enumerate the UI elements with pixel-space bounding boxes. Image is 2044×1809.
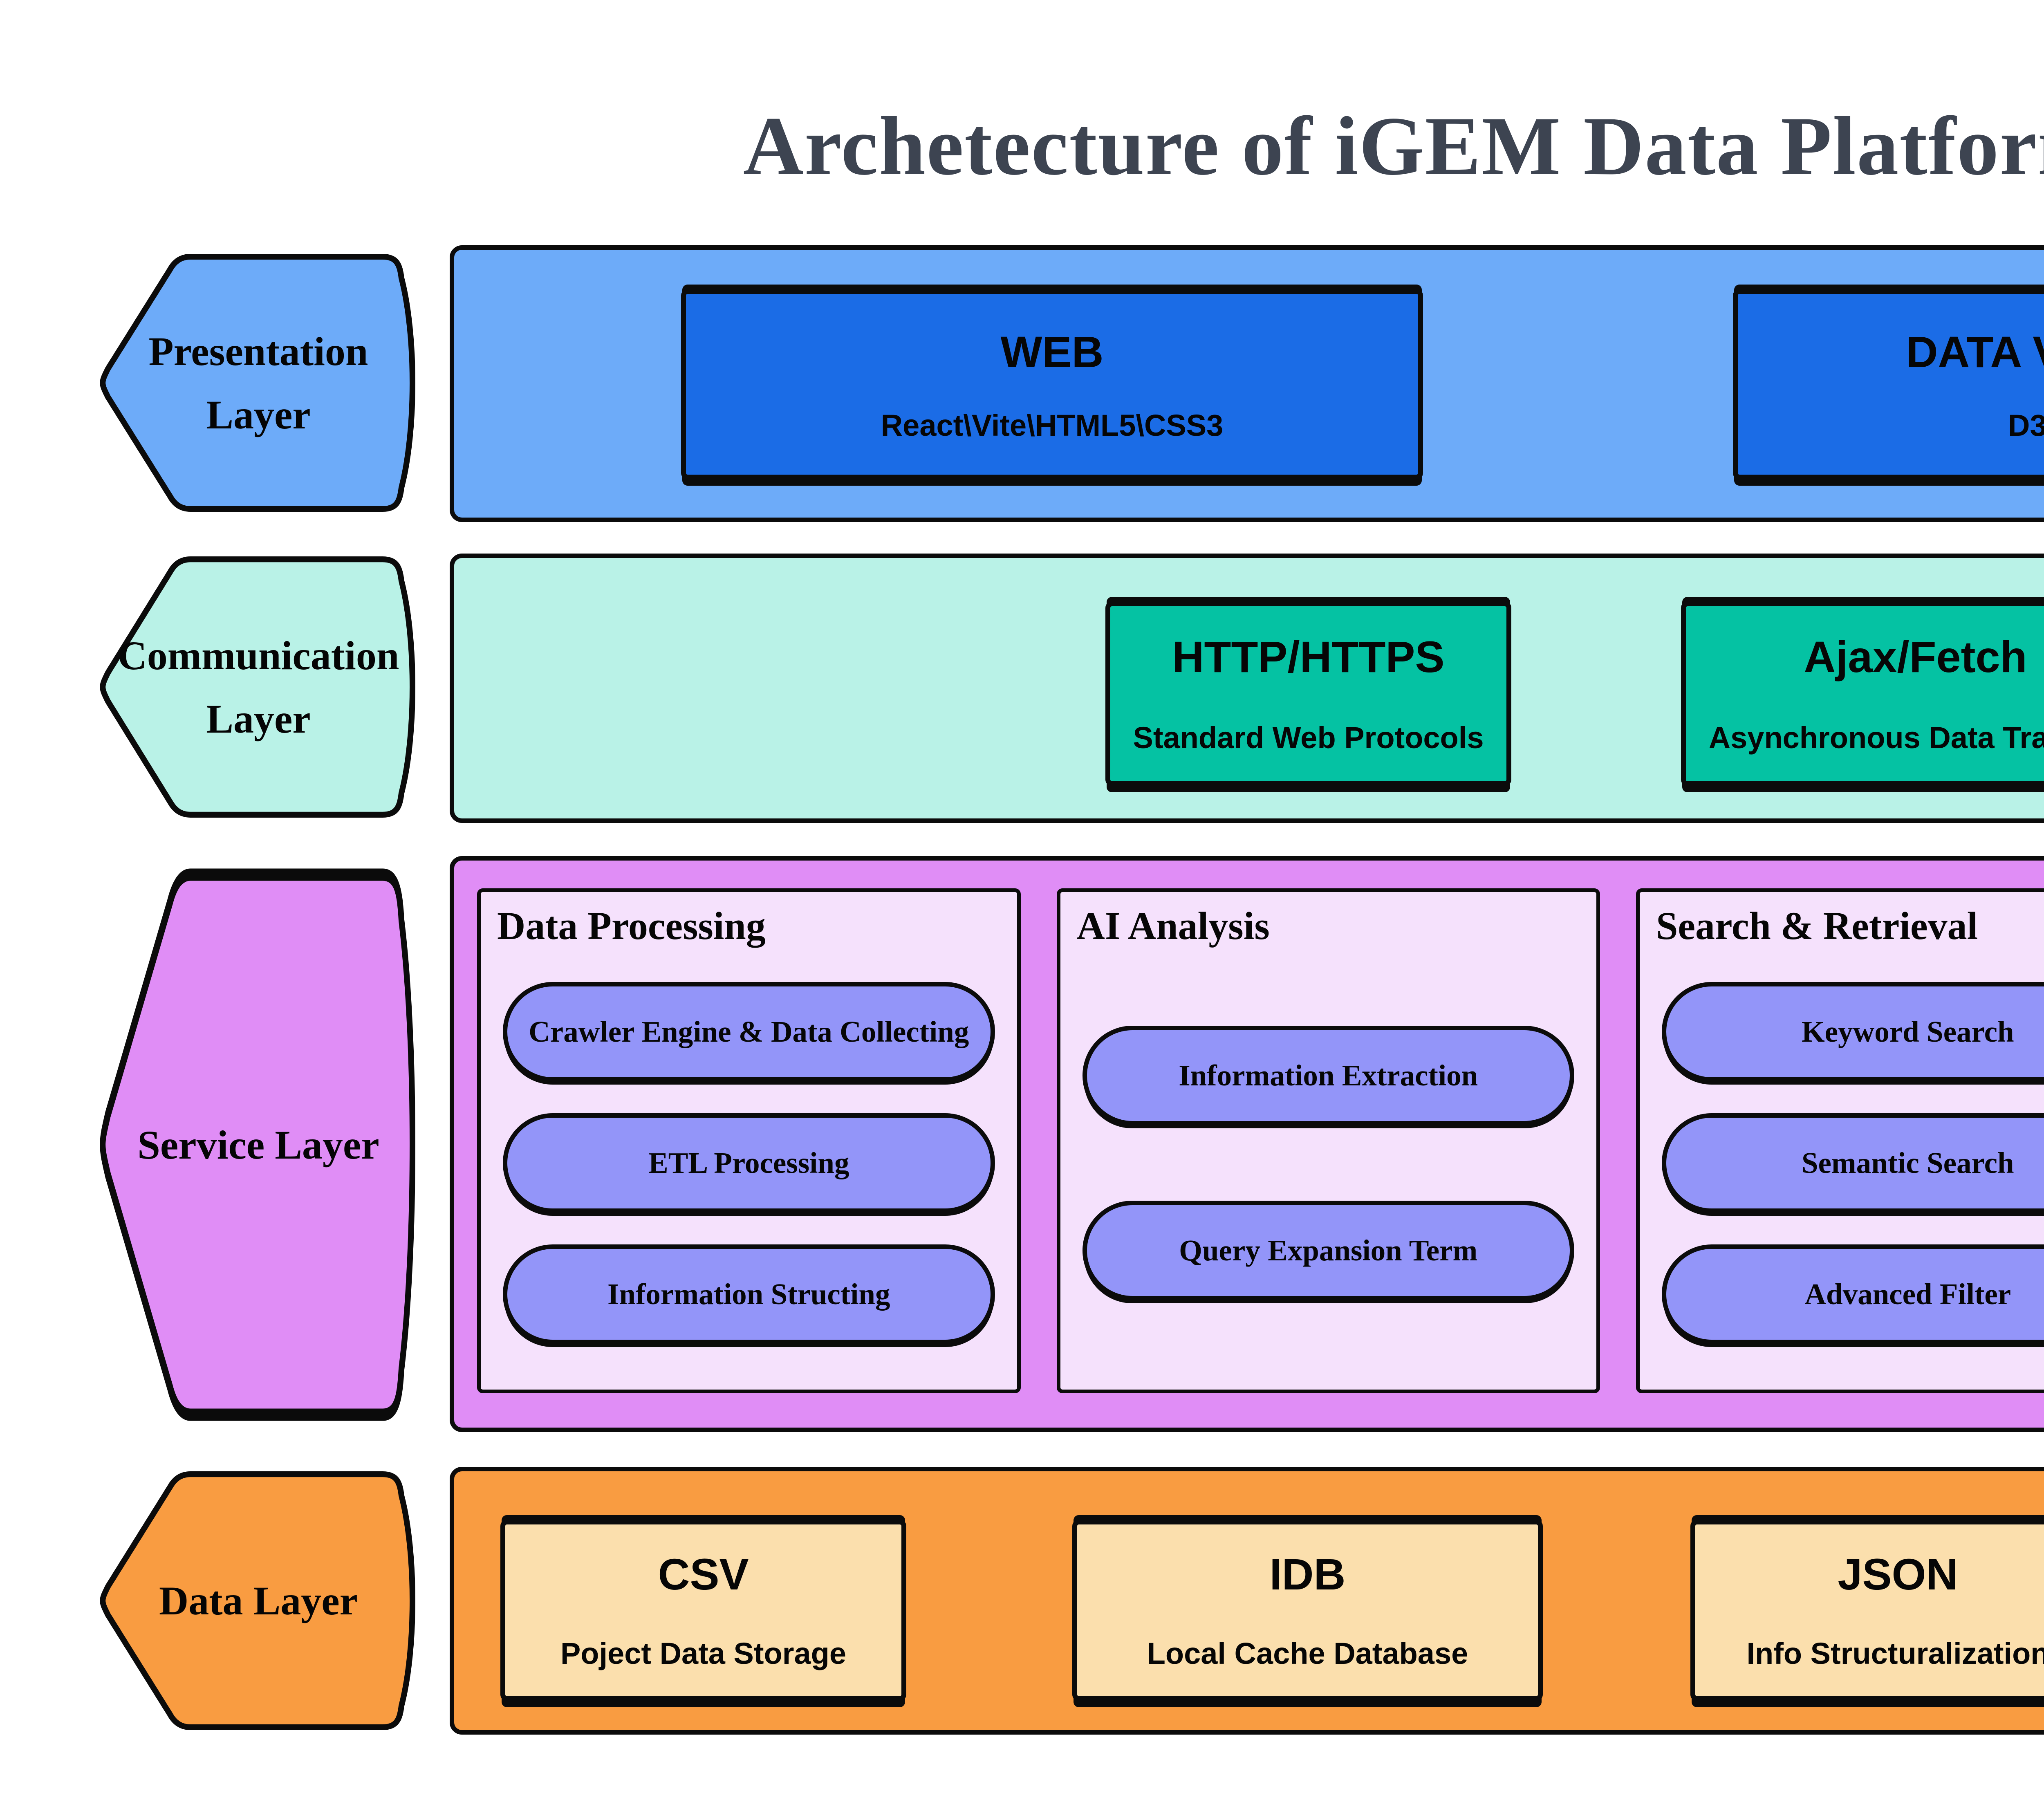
pill-keyword-search: Keyword Search — [1662, 982, 2044, 1082]
web-box: WEB React\Vite\HTML5\CSS3 — [681, 289, 1423, 480]
hexagon-shape — [100, 254, 415, 512]
data-visualization-box-subtitle: D3.js\Echarts — [2008, 408, 2044, 442]
json-box: JSON Info Structuralization — [1690, 1520, 2044, 1701]
web-box-subtitle: React\Vite\HTML5\CSS3 — [881, 408, 1224, 442]
csv-box-title: CSV — [658, 1549, 749, 1599]
search-retrieval-pills: Keyword Search Semantic Search Advanced … — [1640, 948, 2044, 1390]
pill-information-extraction: Information Extraction — [1082, 1026, 1574, 1126]
label-line: Layer — [206, 392, 311, 437]
pill-query-expansion-term: Query Expansion Term — [1082, 1201, 1574, 1301]
service-layer-label: Service Layer — [92, 866, 424, 1423]
data-processing-pills: Crawler Engine & Data Collecting ETL Pro… — [481, 948, 1017, 1390]
data-visualization-box-title: DATA Visualization — [1906, 327, 2044, 377]
data-processing-panel: Data Processing Crawler Engine & Data Co… — [477, 888, 1021, 1393]
hexagon-shape — [100, 868, 415, 1421]
communication-band: HTTP/HTTPS Standard Web Protocols Ajax/F… — [450, 554, 2044, 823]
data-layer-label: Data Layer — [92, 1470, 424, 1731]
idb-box-subtitle: Local Cache Database — [1147, 1636, 1468, 1670]
csv-box: CSV Poject Data Storage — [500, 1520, 906, 1701]
csv-box-subtitle: Poject Data Storage — [560, 1636, 847, 1670]
presentation-layer-label: Presentation Layer — [92, 253, 424, 513]
label-line: Data Layer — [159, 1578, 358, 1623]
label-line: Communication — [117, 632, 399, 678]
ai-analysis-panel: AI Analysis Information Extraction Query… — [1056, 888, 1600, 1393]
http-https-box-title: HTTP/HTTPS — [1172, 632, 1445, 681]
ajax-fetch-box: Ajax/Fetch Asynchronous Data Transfer — [1681, 601, 2044, 786]
communication-layer-label: Communication Layer — [92, 555, 424, 819]
hexagon-service-layer: Service Layer — [92, 866, 424, 1423]
idb-box: IDB Local Cache Database — [1072, 1520, 1543, 1701]
presentation-band: WEB React\Vite\HTML5\CSS3 DATA Visualiza… — [450, 245, 2044, 522]
search-retrieval-panel-title: Search & Retrieval — [1656, 904, 1978, 948]
label-line: Layer — [206, 696, 311, 742]
page-title: Archetecture of iGEM Data Platform — [743, 100, 2044, 193]
ajax-fetch-box-subtitle: Asynchronous Data Transfer — [1708, 720, 2044, 755]
web-box-title: WEB — [1000, 327, 1104, 377]
service-band: Data Processing Crawler Engine & Data Co… — [450, 856, 2044, 1432]
pill-etl-processing: ETL Processing — [503, 1113, 995, 1213]
pill-information-structing: Information Structing — [503, 1244, 995, 1345]
hexagon-shape — [100, 1471, 415, 1730]
data-processing-panel-title: Data Processing — [497, 904, 766, 948]
ai-analysis-panel-title: AI Analysis — [1076, 904, 1270, 948]
hexagon-presentation-layer: Presentation Layer — [92, 253, 424, 513]
pill-crawler-engine: Crawler Engine & Data Collecting — [503, 982, 995, 1082]
hexagon-data-layer: Data Layer — [92, 1470, 424, 1731]
http-https-box: HTTP/HTTPS Standard Web Protocols — [1105, 601, 1511, 786]
data-visualization-box: DATA Visualization D3.js\Echarts — [1733, 289, 2044, 480]
json-box-title: JSON — [1838, 1549, 1958, 1599]
data-band: CSV Poject Data Storage IDB Local Cache … — [450, 1467, 2044, 1735]
http-https-box-subtitle: Standard Web Protocols — [1133, 720, 1484, 755]
label-line: Service Layer — [137, 1122, 379, 1168]
ajax-fetch-box-title: Ajax/Fetch — [1804, 632, 2027, 681]
json-box-subtitle: Info Structuralization — [1746, 1636, 2044, 1670]
hexagon-communication-layer: Communication Layer — [92, 555, 424, 819]
idb-box-title: IDB — [1269, 1549, 1346, 1599]
ai-analysis-pills: Information Extraction Query Expansion T… — [1060, 948, 1597, 1390]
pill-advanced-filter: Advanced Filter — [1662, 1244, 2044, 1345]
label-line: Presentation — [148, 328, 368, 374]
pill-semantic-search: Semantic Search — [1662, 1113, 2044, 1213]
search-retrieval-panel: Search & Retrieval Keyword Search Semant… — [1636, 888, 2044, 1393]
hexagon-shape — [100, 556, 415, 818]
